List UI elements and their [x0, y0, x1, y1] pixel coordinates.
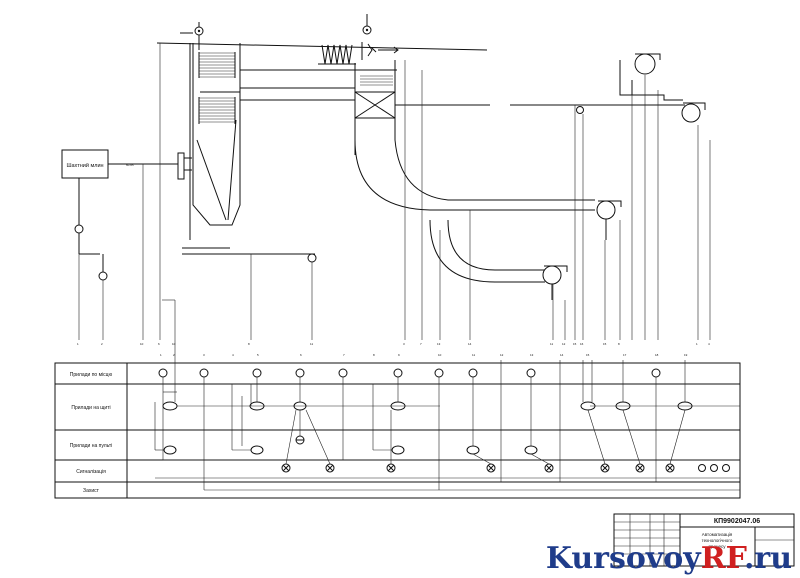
gas-duct-1 [354, 139, 595, 211]
svg-text:10: 10 [140, 342, 144, 346]
svg-text:17: 17 [623, 353, 627, 357]
svg-text:10: 10 [172, 342, 176, 346]
svg-text:1: 1 [77, 342, 79, 346]
svg-text:10: 10 [438, 353, 442, 357]
svg-text:16: 16 [580, 342, 584, 346]
row-label-panel: Прилади на щиті [71, 405, 110, 411]
economizer-coil [360, 75, 393, 86]
svg-text:19: 19 [684, 353, 688, 357]
fan-3 [631, 53, 661, 95]
fan-4 [681, 102, 706, 123]
table-wiring [154, 340, 740, 491]
svg-text:8: 8 [248, 342, 250, 346]
fan-1 [596, 200, 622, 240]
svg-text:15: 15 [603, 342, 607, 346]
svg-text:11: 11 [472, 353, 475, 357]
row-label-protection: Захист [83, 488, 100, 494]
svg-text:2: 2 [173, 353, 175, 357]
svg-text:18: 18 [655, 353, 659, 357]
site-watermark: KursovoyRF.ru [545, 541, 792, 576]
svg-text:9: 9 [398, 353, 400, 357]
superheater-coil [318, 44, 356, 65]
signal-lamps [281, 463, 730, 473]
local-instruments [158, 368, 661, 378]
svg-text:8: 8 [373, 353, 375, 357]
boiler-furnace [192, 43, 241, 226]
svg-text:5: 5 [257, 353, 259, 357]
svg-text:14: 14 [468, 342, 472, 346]
svg-text:1: 1 [696, 342, 698, 346]
svg-text:12: 12 [500, 353, 504, 357]
svg-text:1: 1 [160, 353, 162, 357]
svg-text:12: 12 [562, 342, 566, 346]
furnace-coil-upper [198, 52, 236, 78]
console-instruments [163, 435, 538, 455]
svg-text:8: 8 [618, 342, 620, 346]
svg-text:60-65: 60-65 [126, 163, 134, 167]
svg-text:14: 14 [560, 353, 564, 357]
impulse-lines [78, 43, 711, 340]
svg-text:4: 4 [232, 353, 234, 357]
stamp-title-line-2: технологічного [702, 538, 733, 543]
row-label-signal: Сигналізація [76, 469, 106, 475]
svg-text:4: 4 [708, 342, 710, 346]
svg-text:7: 7 [420, 342, 422, 346]
title-block [613, 513, 795, 567]
svg-text:3: 3 [203, 353, 205, 357]
svg-text:6: 6 [158, 342, 160, 346]
svg-text:13: 13 [530, 353, 534, 357]
row-label-console: Прилади на пульті [70, 443, 113, 449]
svg-text:7: 7 [343, 353, 345, 357]
svg-text:2: 2 [101, 342, 103, 346]
mill-label: Шахтний млин [66, 162, 103, 169]
fan-2 [542, 265, 568, 300]
svg-text:6: 6 [300, 353, 302, 357]
stamp-title-line-1: Автоматизація [702, 532, 733, 537]
row-label-local: Прилади по місцю [70, 372, 113, 378]
svg-text:15: 15 [573, 342, 577, 346]
drawing-code: КП9902047.06 [714, 518, 760, 525]
svg-text:3: 3 [403, 342, 405, 346]
furnace-coil-lower [198, 97, 236, 124]
svg-text:13: 13 [437, 342, 441, 346]
svg-text:11: 11 [550, 342, 553, 346]
stamp-title-line-3: процесу [709, 544, 727, 549]
gas-duct-2 [447, 219, 545, 271]
svg-text:15: 15 [586, 353, 590, 357]
svg-text:11: 11 [310, 342, 313, 346]
